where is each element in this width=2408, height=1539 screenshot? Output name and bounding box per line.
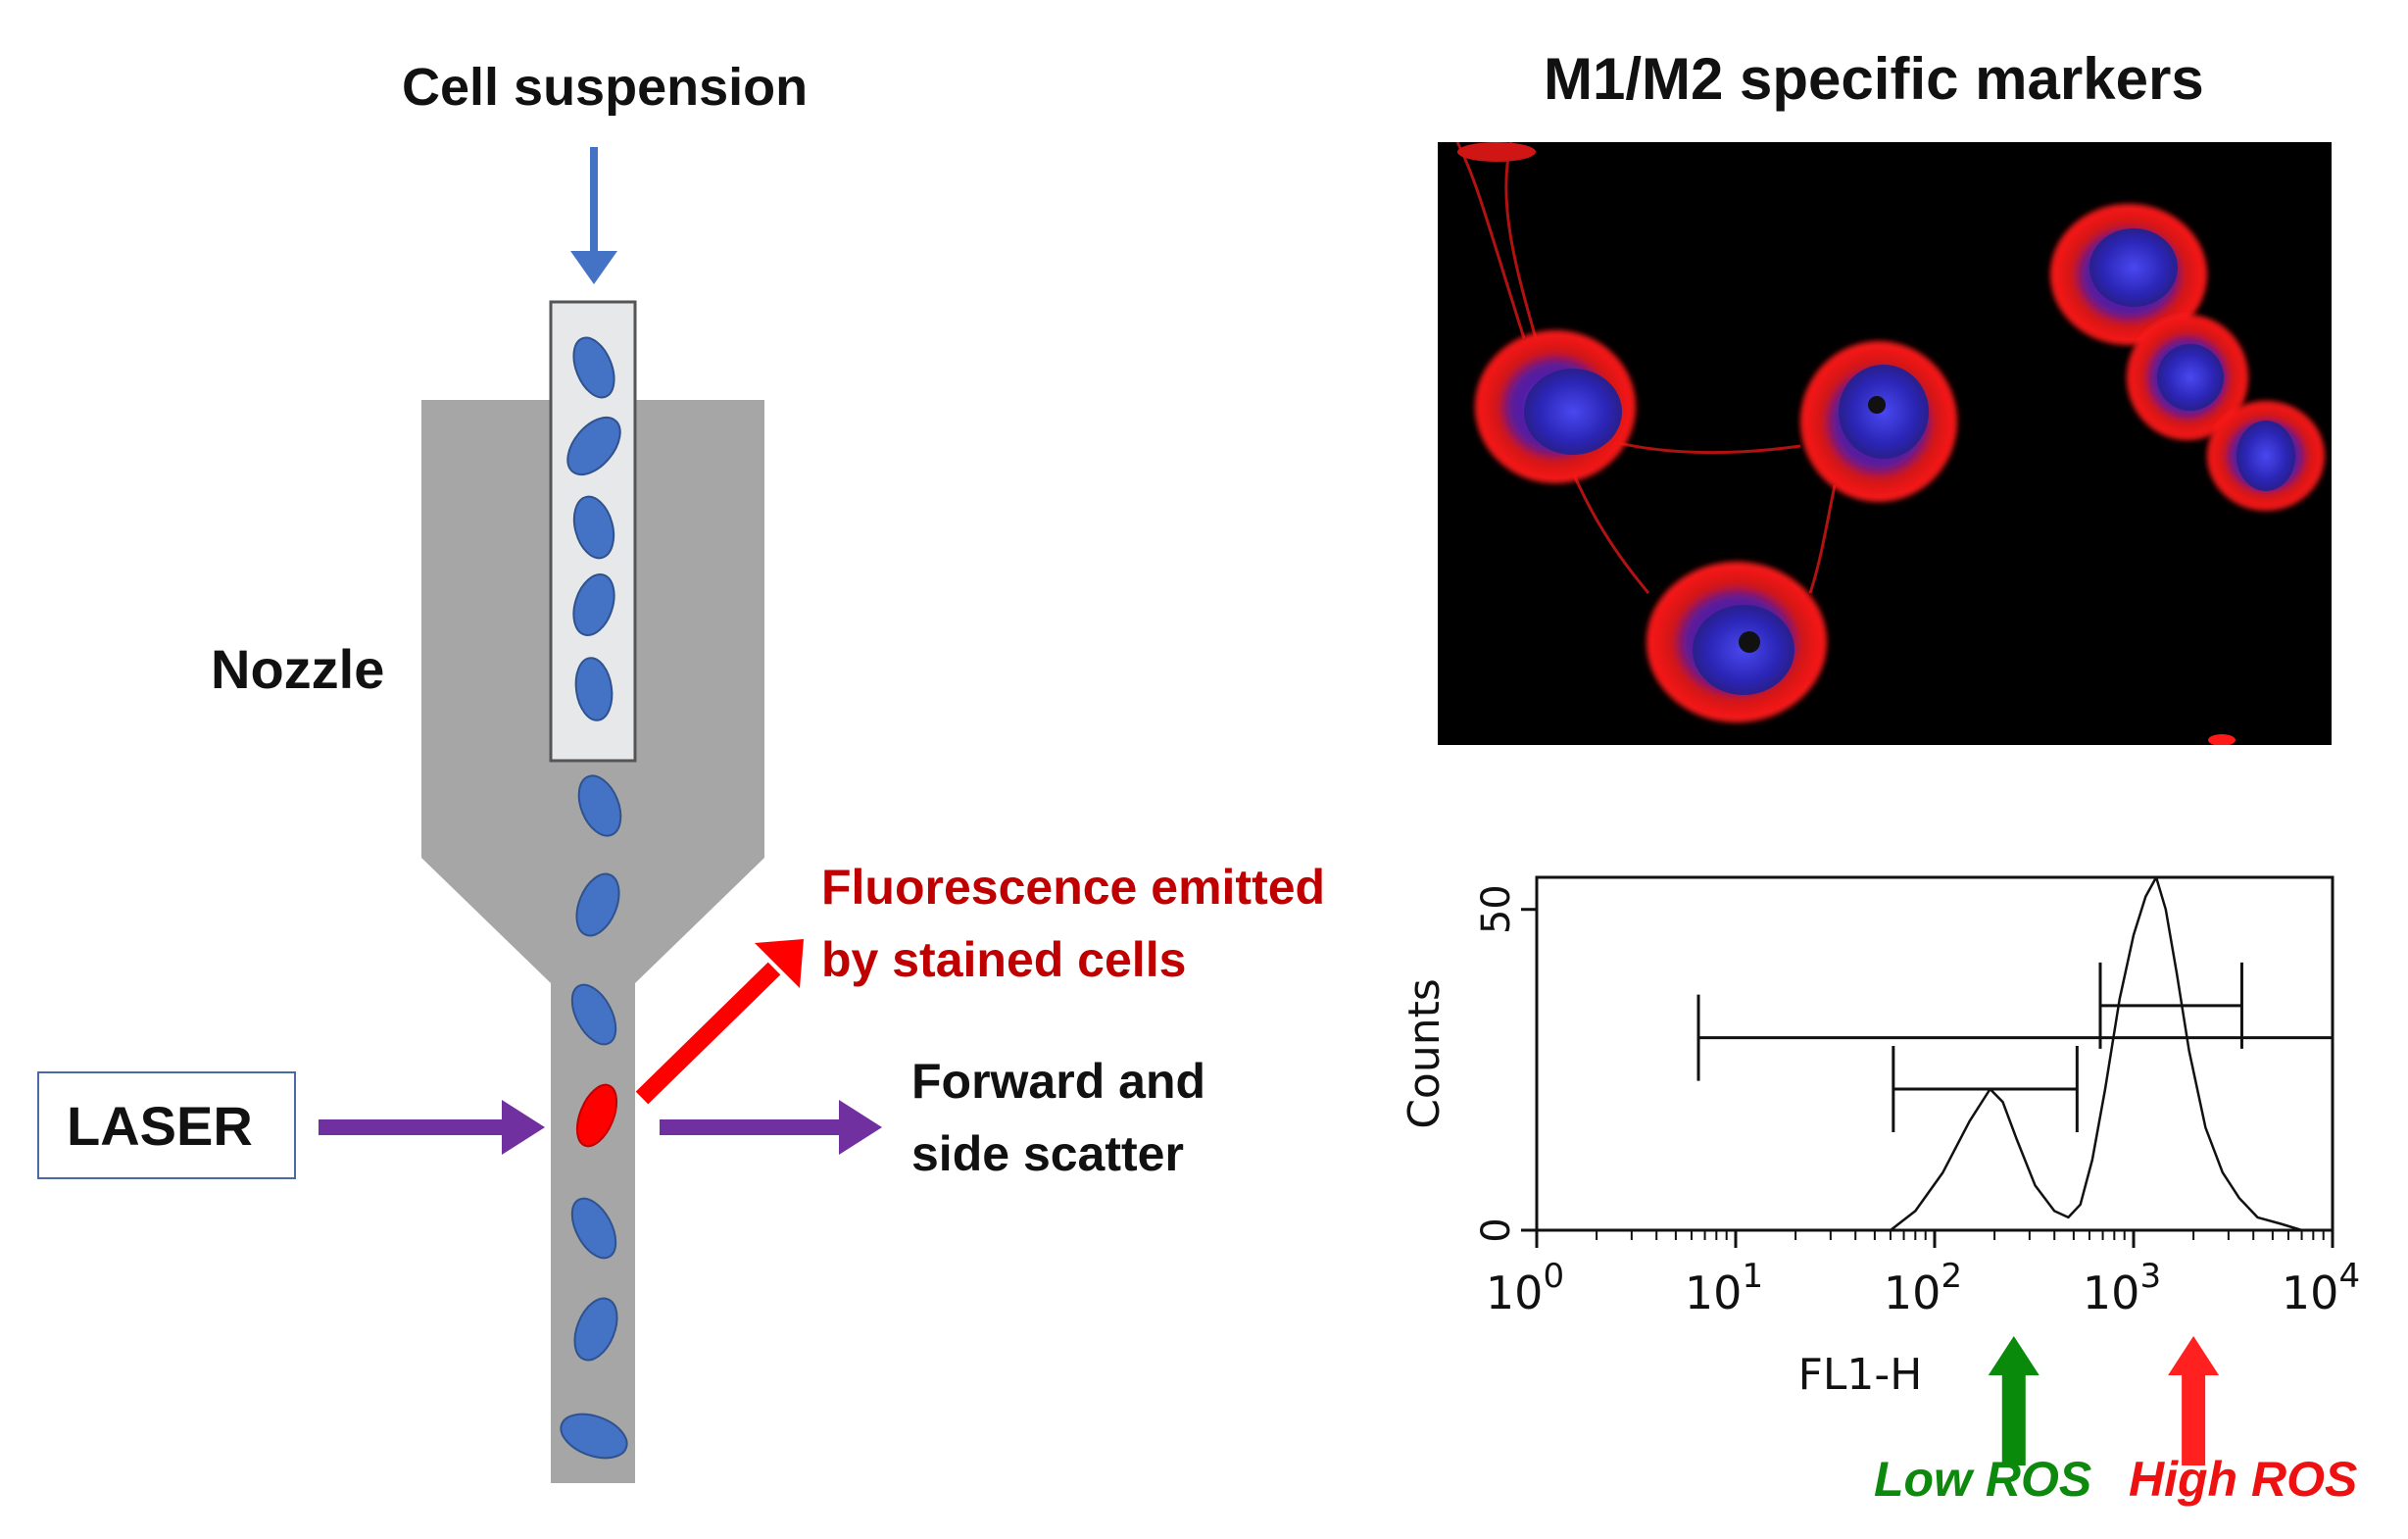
x-tick-label: 100 [1486, 1257, 1564, 1319]
x-axis-label: FL1-H [1798, 1350, 1923, 1400]
scatter-arrowhead [839, 1100, 882, 1155]
laser-label: LASER [67, 1094, 253, 1157]
nucleolus [1868, 396, 1886, 414]
macrophage-nucleus [2157, 344, 2224, 411]
y-tick-label: 50 [1474, 884, 1519, 934]
macrophage-nucleus [1524, 369, 1622, 455]
macrophage-nucleus [2089, 228, 2178, 307]
cell-suspension-label: Cell suspension [402, 58, 809, 117]
x-tick-label: 103 [2083, 1257, 2161, 1319]
high-ros-arrow-head [2168, 1336, 2220, 1375]
scatter-label: Forward and side scatter [911, 1045, 1205, 1190]
nozzle-label: Nozzle [211, 638, 385, 700]
cell [572, 495, 615, 560]
cell [575, 872, 620, 937]
macrophage-nucleus [1839, 365, 1929, 459]
cell-suspension-arrowhead [570, 251, 617, 284]
y-axis-label: Counts [1400, 978, 1450, 1129]
x-tick-label: 101 [1685, 1257, 1763, 1319]
cell [577, 774, 622, 837]
nozzle-body [421, 400, 764, 1483]
debris [1457, 142, 1536, 162]
cell [560, 1413, 628, 1460]
laser-arrowhead [502, 1100, 545, 1155]
fluorescence-label-line2: by stained cells [821, 932, 1187, 987]
cell [574, 657, 614, 721]
histogram-line [1890, 875, 2302, 1232]
cell [572, 336, 615, 399]
y-tick-label: 0 [1474, 1217, 1519, 1242]
low-ros-label: Low ROS [1874, 1452, 2092, 1507]
cell [573, 1297, 618, 1362]
high-ros-arrow-shaft [2182, 1372, 2206, 1465]
low-ros-arrow-shaft [2001, 1372, 2026, 1465]
flow-cytometer-diagram [319, 147, 882, 1483]
markers-title: M1/M2 specific markers [1544, 46, 2204, 112]
high-ros-label: High ROS [2129, 1452, 2358, 1507]
debris [2208, 734, 2236, 746]
fluorescence-arrowhead [755, 939, 804, 988]
low-ros-arrow-head [1988, 1336, 2039, 1375]
scatter-label-line1: Forward and [911, 1054, 1206, 1109]
fluorescence-micrograph [1438, 141, 2332, 746]
cell [570, 983, 617, 1046]
macrophage-nucleus [2236, 421, 2295, 491]
x-tick-label: 104 [2282, 1257, 2360, 1319]
nucleolus [1739, 631, 1760, 653]
cell [572, 573, 615, 636]
cell [566, 416, 621, 476]
cell [570, 1197, 617, 1260]
laser-box: LASER [37, 1071, 296, 1179]
fluorescence-arrow [635, 962, 781, 1105]
scatter-label-line2: side scatter [911, 1126, 1184, 1181]
micrograph-svg [1455, 141, 2325, 746]
fluorescence-label-line1: Fluorescence emitted [821, 860, 1326, 915]
x-tick-label: 102 [1884, 1257, 1962, 1319]
plot-frame [1535, 875, 2334, 1232]
stained-cell [575, 1083, 618, 1148]
fluorescence-label: Fluorescence emitted by stained cells [821, 851, 1325, 996]
